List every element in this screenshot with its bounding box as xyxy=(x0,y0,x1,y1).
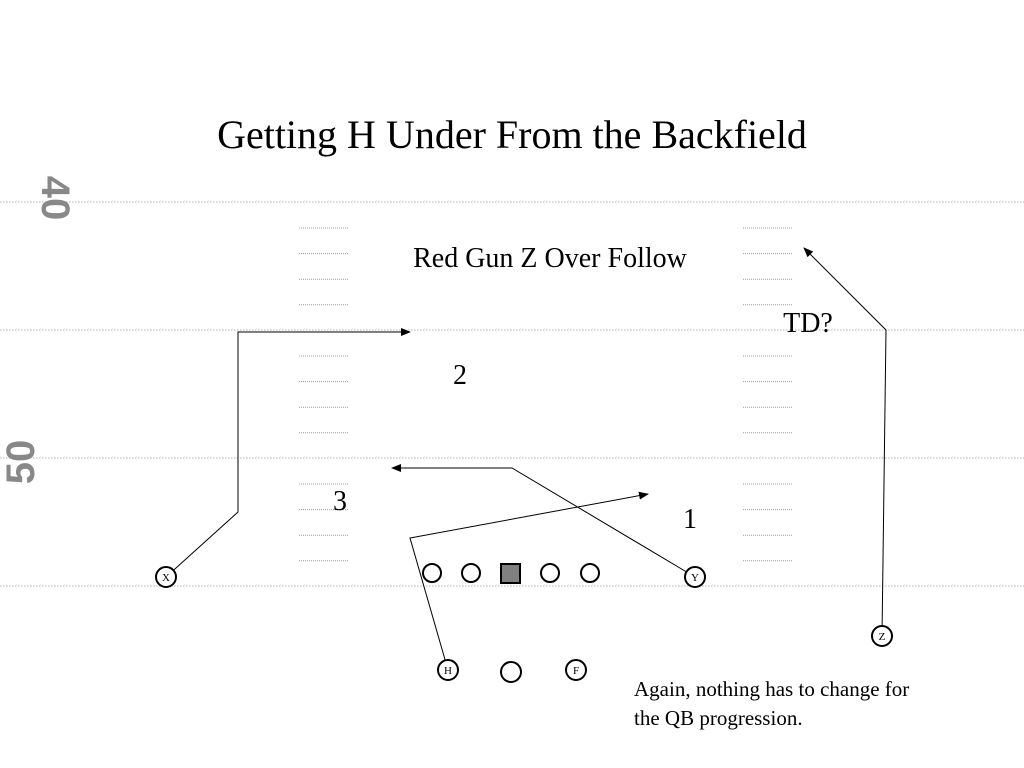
play-name: Red Gun Z Over Follow xyxy=(413,243,688,274)
player-f-label: F xyxy=(573,665,579,677)
z-route xyxy=(803,247,887,637)
x-route xyxy=(165,328,411,578)
player-f-marker xyxy=(565,659,587,681)
left-guard xyxy=(461,563,481,583)
player-x: X xyxy=(155,566,177,588)
h-route xyxy=(409,491,649,671)
right-guard xyxy=(540,563,560,583)
player-y-label: Y xyxy=(691,572,699,584)
hash-marks-left xyxy=(299,227,349,562)
player-h-label: H xyxy=(444,665,452,677)
player-x-label: X xyxy=(162,572,170,584)
slide-title: Getting H Under From the Backfield xyxy=(217,112,807,157)
hash-marks-right xyxy=(743,227,793,562)
yard-number-50: 50 xyxy=(0,440,43,485)
y-route xyxy=(391,464,696,578)
td-annotation: TD? xyxy=(783,308,833,339)
progression-note-line-1: Again, nothing has to change for xyxy=(634,677,909,701)
player-z-marker xyxy=(871,625,893,647)
read-number-2: 2 xyxy=(453,360,467,391)
read-number-1: 1 xyxy=(683,504,697,535)
center-square xyxy=(500,563,521,584)
player-f: F xyxy=(565,659,587,681)
yard-lines xyxy=(0,201,1024,587)
left-tackle xyxy=(422,563,442,583)
player-h-marker xyxy=(437,659,459,681)
player-y-marker xyxy=(684,566,706,588)
player-x-marker xyxy=(155,566,177,588)
player-z: Z xyxy=(871,625,893,647)
player-h: H xyxy=(437,659,459,681)
progression-note-line-2: the QB progression. xyxy=(634,706,803,730)
player-y: Y xyxy=(684,566,706,588)
player-z-label: Z xyxy=(879,631,886,643)
quarterback xyxy=(500,661,522,683)
read-number-3: 3 xyxy=(333,486,347,517)
offensive-line xyxy=(422,563,600,584)
right-tackle xyxy=(580,563,600,583)
yard-number-40: 40 xyxy=(33,176,77,221)
